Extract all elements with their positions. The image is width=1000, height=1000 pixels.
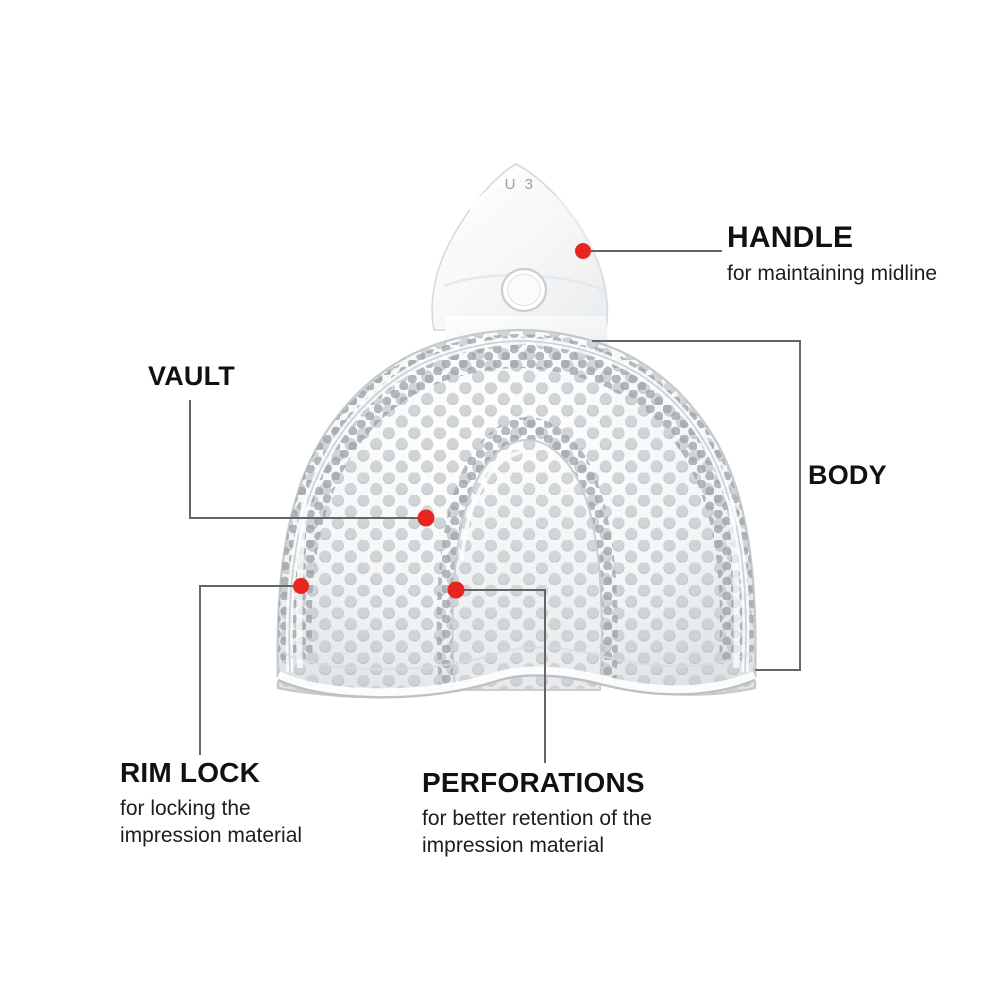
- callout-perforations-subtitle: for better retention of the impression m…: [422, 805, 712, 860]
- callout-perforations-subtitle-line2: impression material: [422, 833, 605, 857]
- callout-handle-subtitle: for maintaining midline: [727, 261, 938, 285]
- callout-rim-lock-subtitle-line2: impression material: [120, 823, 303, 847]
- tray-vault-region: [451, 438, 603, 691]
- callout-perforations: PERFORATIONS for better retention of the…: [422, 768, 712, 859]
- callout-vault: VAULT: [148, 362, 235, 391]
- callout-body-title: BODY: [808, 460, 887, 490]
- marker-dot-handle: [575, 243, 591, 259]
- tray-body: [275, 328, 757, 699]
- tray-rim-lock: [275, 646, 757, 699]
- marker-dot-vault: [417, 509, 435, 527]
- callout-rim-lock-title: RIM LOCK: [120, 757, 261, 788]
- callout-perforations-title: PERFORATIONS: [422, 767, 645, 798]
- callout-vault-title: VAULT: [148, 361, 235, 391]
- leader-body: [592, 340, 801, 671]
- callout-handle-title: HANDLE: [727, 221, 854, 254]
- callout-rim-lock-subtitle-line1: for locking the: [120, 796, 251, 820]
- marker-dots: [293, 243, 591, 599]
- callout-body: BODY: [808, 461, 887, 490]
- leader-vault: [189, 400, 420, 519]
- callout-rim-lock: RIM LOCK for locking the impression mate…: [120, 758, 350, 849]
- callout-handle: HANDLE for maintaining midline: [727, 222, 937, 287]
- callout-rim-lock-subtitle: for locking the impression material: [120, 795, 350, 850]
- leader-perforations: [460, 589, 546, 763]
- callout-perforations-subtitle-line1: for better retention of the: [422, 806, 652, 830]
- tray-size-marking: U 3: [505, 176, 536, 193]
- leader-lines: [189, 250, 801, 763]
- leader-rim-lock: [199, 585, 296, 755]
- marker-dot-perforations: [447, 581, 465, 599]
- marker-dot-rim-lock: [293, 578, 309, 594]
